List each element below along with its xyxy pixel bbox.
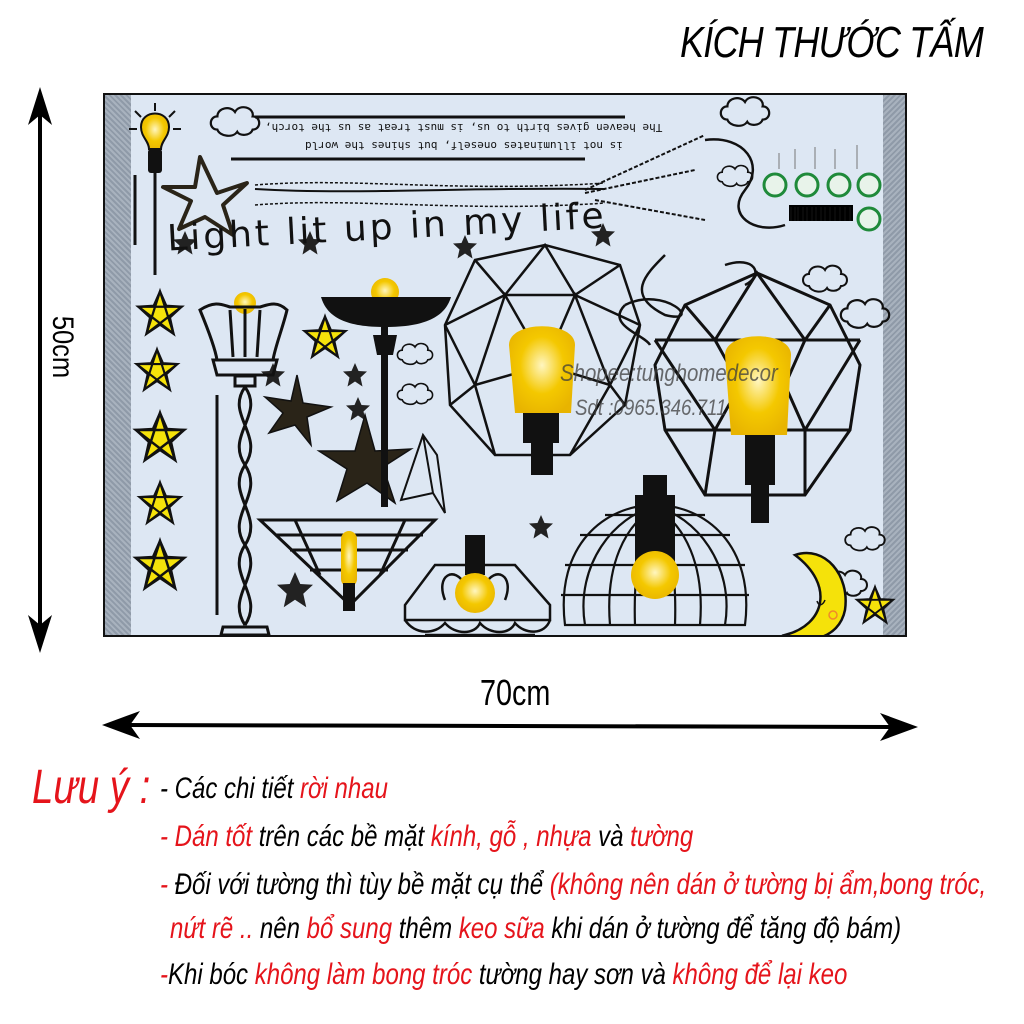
- note-highlight: (không nên dán ở tường bị ẩm,bong tróc,: [549, 868, 987, 901]
- height-label: 50cm: [46, 315, 79, 379]
- note-line-2: - Dán tốt trên các bề mặt kính, gỗ , nhự…: [160, 820, 693, 854]
- tulip-lamp: [198, 292, 289, 635]
- width-label: 70cm: [480, 672, 551, 713]
- note-line-1: - Các chi tiết rời nhau: [160, 772, 388, 806]
- note-highlight: -: [160, 868, 175, 901]
- width-arrow-icon: [102, 711, 918, 741]
- note-text: nên: [253, 912, 307, 945]
- watermark-shop: Shopee:tunghomedecor: [560, 360, 778, 387]
- note-highlight: rời nhau: [300, 772, 388, 805]
- quote-line-1: The heaven gives birth to us, is must tr…: [265, 121, 663, 134]
- note-text: Đối với tường thì tùy bề mặt cụ thể: [174, 868, 550, 901]
- note-highlight: nứt rẽ ..: [170, 912, 254, 945]
- note-text: tường hay sơn và: [472, 958, 673, 991]
- bowl-floor-lamp: [321, 278, 451, 507]
- note-text: - Các chi tiết: [160, 772, 301, 805]
- note-highlight: -: [160, 958, 168, 991]
- quote-line-2: is not illuminates oneself, but shines t…: [305, 139, 623, 152]
- moon-sticker: [781, 551, 847, 635]
- sticker-sheet: The heaven gives birth to us, is must tr…: [103, 93, 907, 637]
- note-line-5: -Khi bóc không làm bong tróc tường hay s…: [160, 958, 847, 992]
- height-arrow-icon: [28, 87, 52, 653]
- note-text: trên các bề mặt: [252, 820, 431, 853]
- note-text: thêm: [392, 912, 459, 945]
- note-text: khi dán ở tường để tăng độ bám): [544, 912, 902, 945]
- note-highlight: kính, gỗ , nhựa: [430, 820, 592, 853]
- badges: [762, 145, 882, 232]
- sheet-edge-left: [105, 95, 131, 635]
- top-bulb: [129, 103, 181, 275]
- sticker-artwork: [129, 96, 894, 635]
- note-highlight: không làm bong tróc: [254, 958, 473, 991]
- note-highlight: tường: [630, 820, 694, 853]
- note-line-4: nứt rẽ .. nên bổ sung thêm keo sữa khi d…: [170, 912, 901, 946]
- note-line-3: - Đối với tường thì tùy bề mặt cụ thể (k…: [160, 868, 986, 902]
- watermark-phone: Sdt :0965.346.711: [575, 395, 727, 420]
- note-highlight: không để lại keo: [672, 958, 848, 991]
- note-text: Khi bóc: [168, 958, 255, 991]
- page-title: KÍCH THƯỚC TẤM: [680, 18, 984, 67]
- swirl-lines: [618, 138, 786, 346]
- sheet-edge-right: [883, 95, 905, 635]
- note-text: và: [591, 820, 631, 853]
- note-highlight: Dán tốt: [174, 820, 253, 853]
- note-highlight: keo sữa: [458, 912, 545, 945]
- notes-heading: Lưu ý :: [32, 761, 151, 814]
- note-highlight: bổ sung: [306, 912, 393, 945]
- chains: [254, 134, 706, 221]
- note-highlight: -: [160, 820, 175, 853]
